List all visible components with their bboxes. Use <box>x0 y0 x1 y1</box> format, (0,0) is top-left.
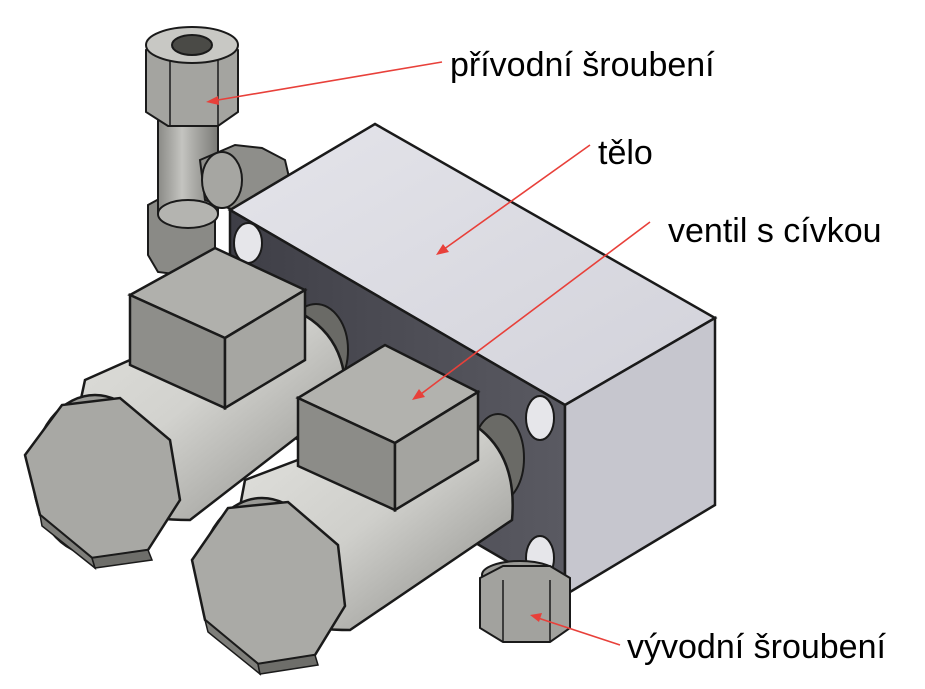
label-body: tělo <box>598 134 653 172</box>
label-inlet-fitting: přívodní šroubení <box>450 46 715 84</box>
valve-left-coil-side <box>223 287 307 411</box>
label-outlet-fitting: vývodní šroubení <box>627 628 886 666</box>
arrowhead-valve <box>412 389 425 400</box>
label-valve-with-coil: ventil s cívkou <box>668 212 882 250</box>
inlet-collar <box>157 199 219 229</box>
inlet-tee-ring <box>201 151 243 209</box>
arrowhead-body <box>436 244 449 255</box>
body-hole-right-upper <box>525 395 555 441</box>
leader-outlet <box>534 616 621 646</box>
body-hole-top-left <box>233 222 263 264</box>
outlet-fitting <box>479 560 571 643</box>
leader-body <box>439 144 591 253</box>
valve-coil-left <box>23 246 349 571</box>
leader-inlet <box>211 61 443 102</box>
valve-coil-right <box>190 343 525 676</box>
arrowhead-inlet <box>206 96 219 105</box>
valve-right-coil-side <box>393 389 480 513</box>
body-side-face <box>563 315 717 598</box>
inlet-fitting <box>145 26 294 278</box>
leader-lines <box>206 61 651 646</box>
inlet-bore <box>171 34 213 56</box>
arrowhead-outlet <box>530 613 542 622</box>
leader-valve <box>416 221 651 398</box>
outlet-nut <box>479 565 571 643</box>
